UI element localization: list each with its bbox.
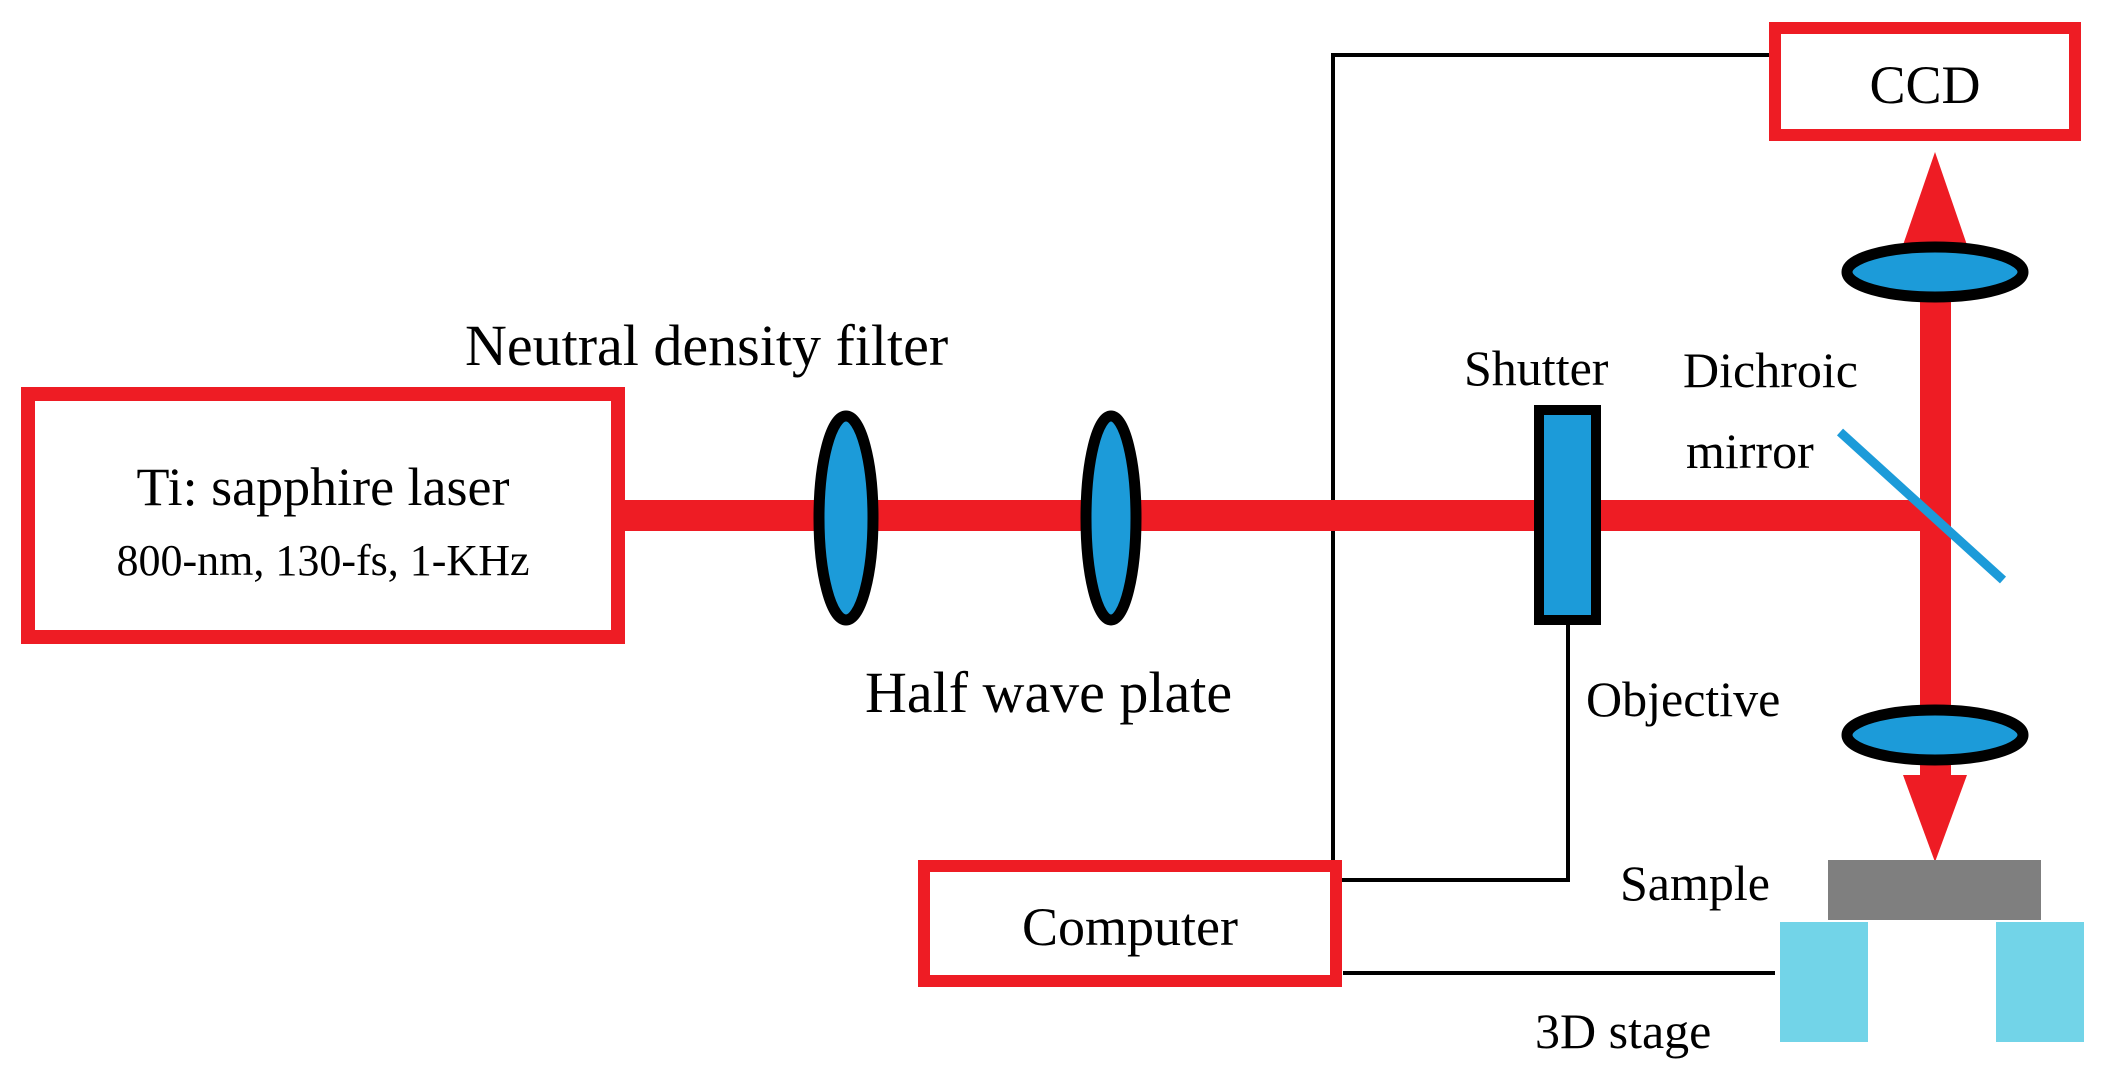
computer-label: Computer [1022,897,1238,957]
beam-arrow-to-ccd [1903,152,1967,245]
laser-box: Ti: sapphire laser 800-nm, 130-fs, 1-KHz [21,387,625,644]
nd-filter-label: Neutral density filter [465,313,948,378]
half-wave-plate-label: Half wave plate [865,660,1232,725]
objective-label: Objective [1586,671,1780,727]
3d-stage [1780,922,2084,1042]
ccd-lens [1841,241,2029,303]
shutter-label: Shutter [1464,340,1609,396]
stage-label: 3D stage [1535,1003,1711,1059]
computer-box: Computer [918,860,1342,987]
laser-specs: 800-nm, 130-fs, 1-KHz [116,536,529,585]
objective-lens [1841,704,2029,766]
half-wave-plate-lens [1080,410,1142,626]
sample-block [1828,860,2041,920]
stage-left-leg [1780,922,1868,1042]
laser-name: Ti: sapphire laser [137,457,510,517]
dichroic-mirror [1836,428,2007,584]
ccd-box: CCD [1769,22,2081,141]
stage-right-leg [1996,922,2084,1042]
nd-filter-lens [813,410,879,626]
dichroic-label-line2: mirror [1686,423,1814,479]
beam-arrow-to-sample [1903,775,1967,862]
ccd-label: CCD [1869,55,1980,115]
sample-label: Sample [1620,855,1770,911]
shutter-block [1534,405,1601,625]
dichroic-label-line1: Dichroic [1683,342,1858,398]
